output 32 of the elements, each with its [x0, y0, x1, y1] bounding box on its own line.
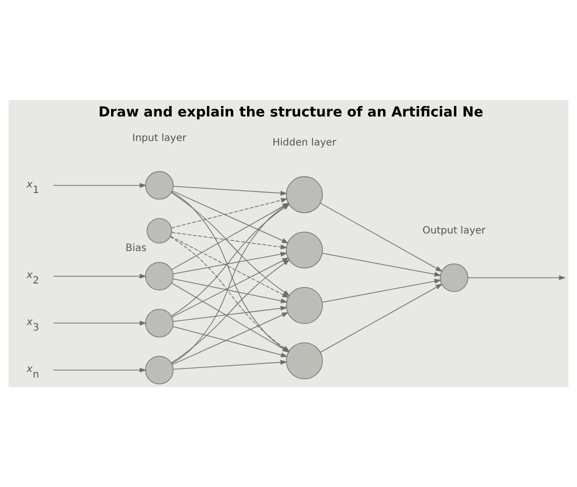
arrow — [322, 252, 442, 277]
arrow — [320, 284, 443, 353]
node-circle — [286, 286, 323, 324]
arrow — [172, 306, 288, 322]
node-circle — [440, 264, 468, 292]
node-circle — [145, 171, 174, 200]
arrow — [172, 186, 288, 196]
node-circle — [286, 176, 323, 214]
arrow — [52, 320, 147, 326]
label: Hidden layer — [272, 138, 336, 149]
node-circle — [286, 232, 323, 268]
arrow — [170, 198, 288, 228]
arrow — [52, 182, 147, 188]
arrow — [172, 278, 288, 304]
arrow — [172, 360, 288, 370]
diagram-title: Draw and explain the structure of an Artificial Ne — [98, 104, 484, 120]
arrow — [171, 232, 288, 250]
node-circle — [145, 308, 174, 338]
node-circle — [145, 356, 174, 384]
node-label: Bias — [125, 243, 146, 254]
arrow — [172, 326, 288, 358]
node-circle — [145, 262, 174, 290]
arrow — [172, 252, 288, 274]
label: Output layer — [422, 225, 486, 236]
arrow — [52, 368, 147, 372]
node-circle — [286, 342, 323, 380]
node-circle — [146, 218, 172, 244]
arrow — [52, 274, 147, 279]
label: Input layer — [132, 133, 186, 144]
arrow — [320, 202, 443, 272]
arrow — [468, 275, 566, 280]
arrow — [322, 278, 442, 303]
